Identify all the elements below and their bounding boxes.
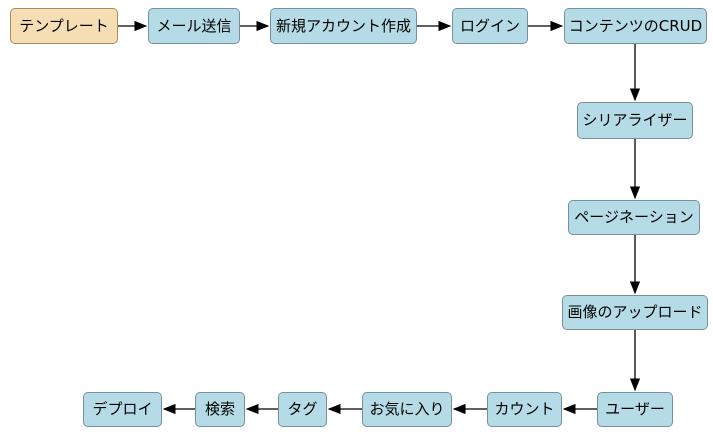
node-tag: タグ xyxy=(278,392,327,427)
node-template: テンプレート xyxy=(10,8,118,44)
node-upload: 画像のアップロード xyxy=(562,295,708,330)
node-search: 検索 xyxy=(195,392,245,427)
node-deploy: デプロイ xyxy=(83,392,162,427)
node-crud: コンテンツのCRUD xyxy=(564,8,707,44)
node-account: 新規アカウント作成 xyxy=(270,8,417,44)
node-serializer: シリアライザー xyxy=(577,102,693,139)
node-user: ユーザー xyxy=(597,392,673,427)
node-count: カウント xyxy=(487,392,562,427)
node-login: ログイン xyxy=(452,8,528,44)
node-pagination: ページネーション xyxy=(568,200,700,235)
node-mail: メール送信 xyxy=(148,8,240,44)
node-favorite: お気に入り xyxy=(362,392,452,427)
